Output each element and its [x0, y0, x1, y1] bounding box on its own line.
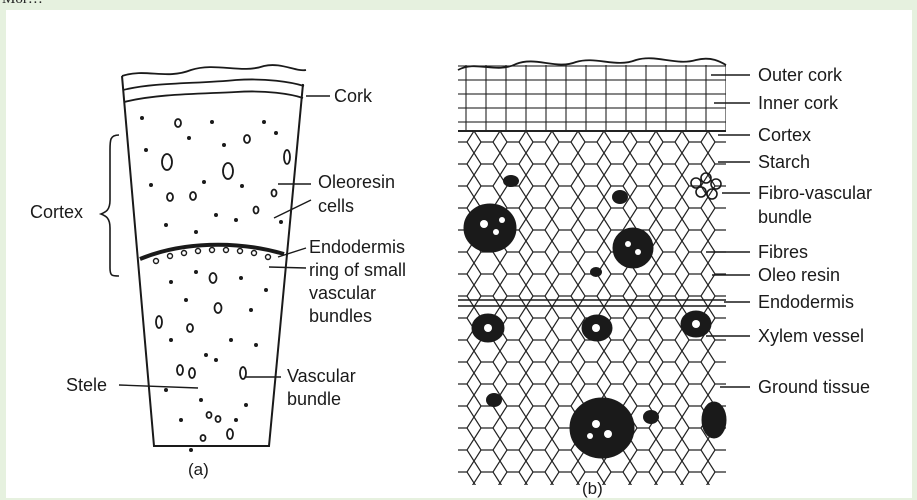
label-stele: Stele: [66, 375, 107, 395]
label-cortex-b: Cortex: [758, 125, 811, 145]
label-oleo-resin: Oleo resin: [758, 265, 840, 285]
label-endodermis-a-3: vascular: [309, 283, 376, 303]
label-outer-cork: Outer cork: [758, 65, 843, 85]
cortex-bracket: [101, 135, 119, 276]
cork-layer-inner: [124, 91, 303, 102]
caption-b: (b): [582, 479, 603, 498]
oleoresin-cells: [162, 119, 290, 214]
label-starch: Starch: [758, 152, 810, 172]
label-oleoresin-1: Oleoresin: [318, 172, 395, 192]
label-ground-tissue: Ground tissue: [758, 377, 870, 397]
cork-layer-outer: [122, 65, 306, 76]
label-endodermis-a-2: ring of small: [309, 260, 406, 280]
label-fibro-vascular-2: bundle: [758, 207, 812, 227]
label-cork: Cork: [334, 86, 373, 106]
figure-a: Cork Cortex Oleoresin cells Endodermis r…: [30, 65, 406, 479]
label-inner-cork: Inner cork: [758, 93, 839, 113]
label-fibres: Fibres: [758, 242, 808, 262]
cork-cells: [458, 65, 726, 130]
label-endodermis-a-1: Endodermis: [309, 237, 405, 257]
label-vascular-1: Vascular: [287, 366, 356, 386]
caption-a: (a): [188, 460, 209, 479]
stele-vascular-bundles: [156, 273, 246, 441]
header-partial-text: Mor…: [2, 0, 43, 8]
label-fibro-vascular-1: Fibro-vascular: [758, 183, 872, 203]
cortex-dots: [140, 116, 283, 234]
figure-b: Outer cork Inner cork Cortex Starch Fibr…: [458, 58, 872, 498]
diagram-svg: Cork Cortex Oleoresin cells Endodermis r…: [6, 10, 912, 498]
label-oleoresin-2: cells: [318, 196, 354, 216]
stele-dots: [164, 270, 268, 452]
label-cortex-a: Cortex: [30, 202, 83, 222]
label-vascular-2: bundle: [287, 389, 341, 409]
cork-layer-mid: [123, 79, 304, 90]
figure-panel: Cork Cortex Oleoresin cells Endodermis r…: [6, 10, 912, 498]
label-endodermis-b: Endodermis: [758, 292, 854, 312]
label-xylem-vessel: Xylem vessel: [758, 326, 864, 346]
label-endodermis-a-4: bundles: [309, 306, 372, 326]
header-strip: Mor…: [0, 0, 917, 10]
